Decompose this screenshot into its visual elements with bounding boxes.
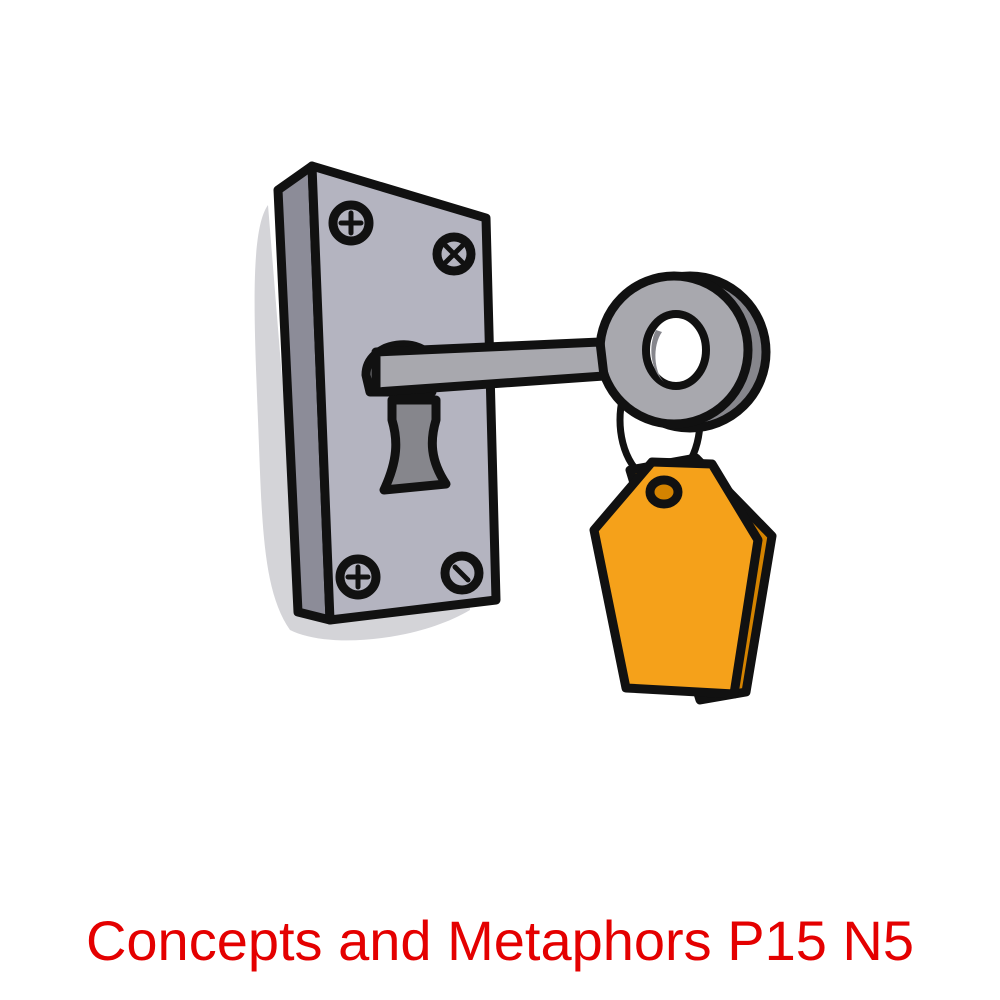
key-shaft [371, 337, 609, 397]
key-tag [589, 457, 763, 699]
key-bow-hole-shade [651, 330, 664, 382]
keyhole-icon [379, 395, 451, 495]
screw-top-right-icon [432, 232, 476, 276]
key-tag-hole [645, 475, 683, 509]
screw-bottom-left-icon [335, 554, 381, 600]
caption-title: Concepts and Metaphors P15 N5 [85, 909, 915, 972]
screw-bottom-right-icon [440, 551, 484, 595]
screw-top-left-icon [328, 200, 374, 246]
